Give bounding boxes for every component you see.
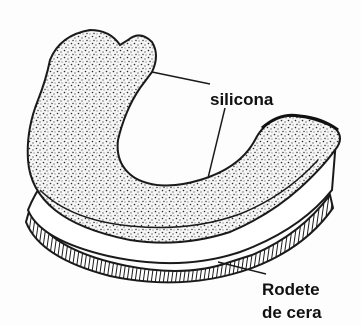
silicona-leader-1 [152, 72, 210, 84]
rodete-label-line2: de cera [262, 302, 322, 323]
rodete-label-line1: Rodete [262, 279, 320, 300]
silicona-label: silicona [210, 89, 273, 110]
silicona-leader-2 [208, 108, 225, 178]
